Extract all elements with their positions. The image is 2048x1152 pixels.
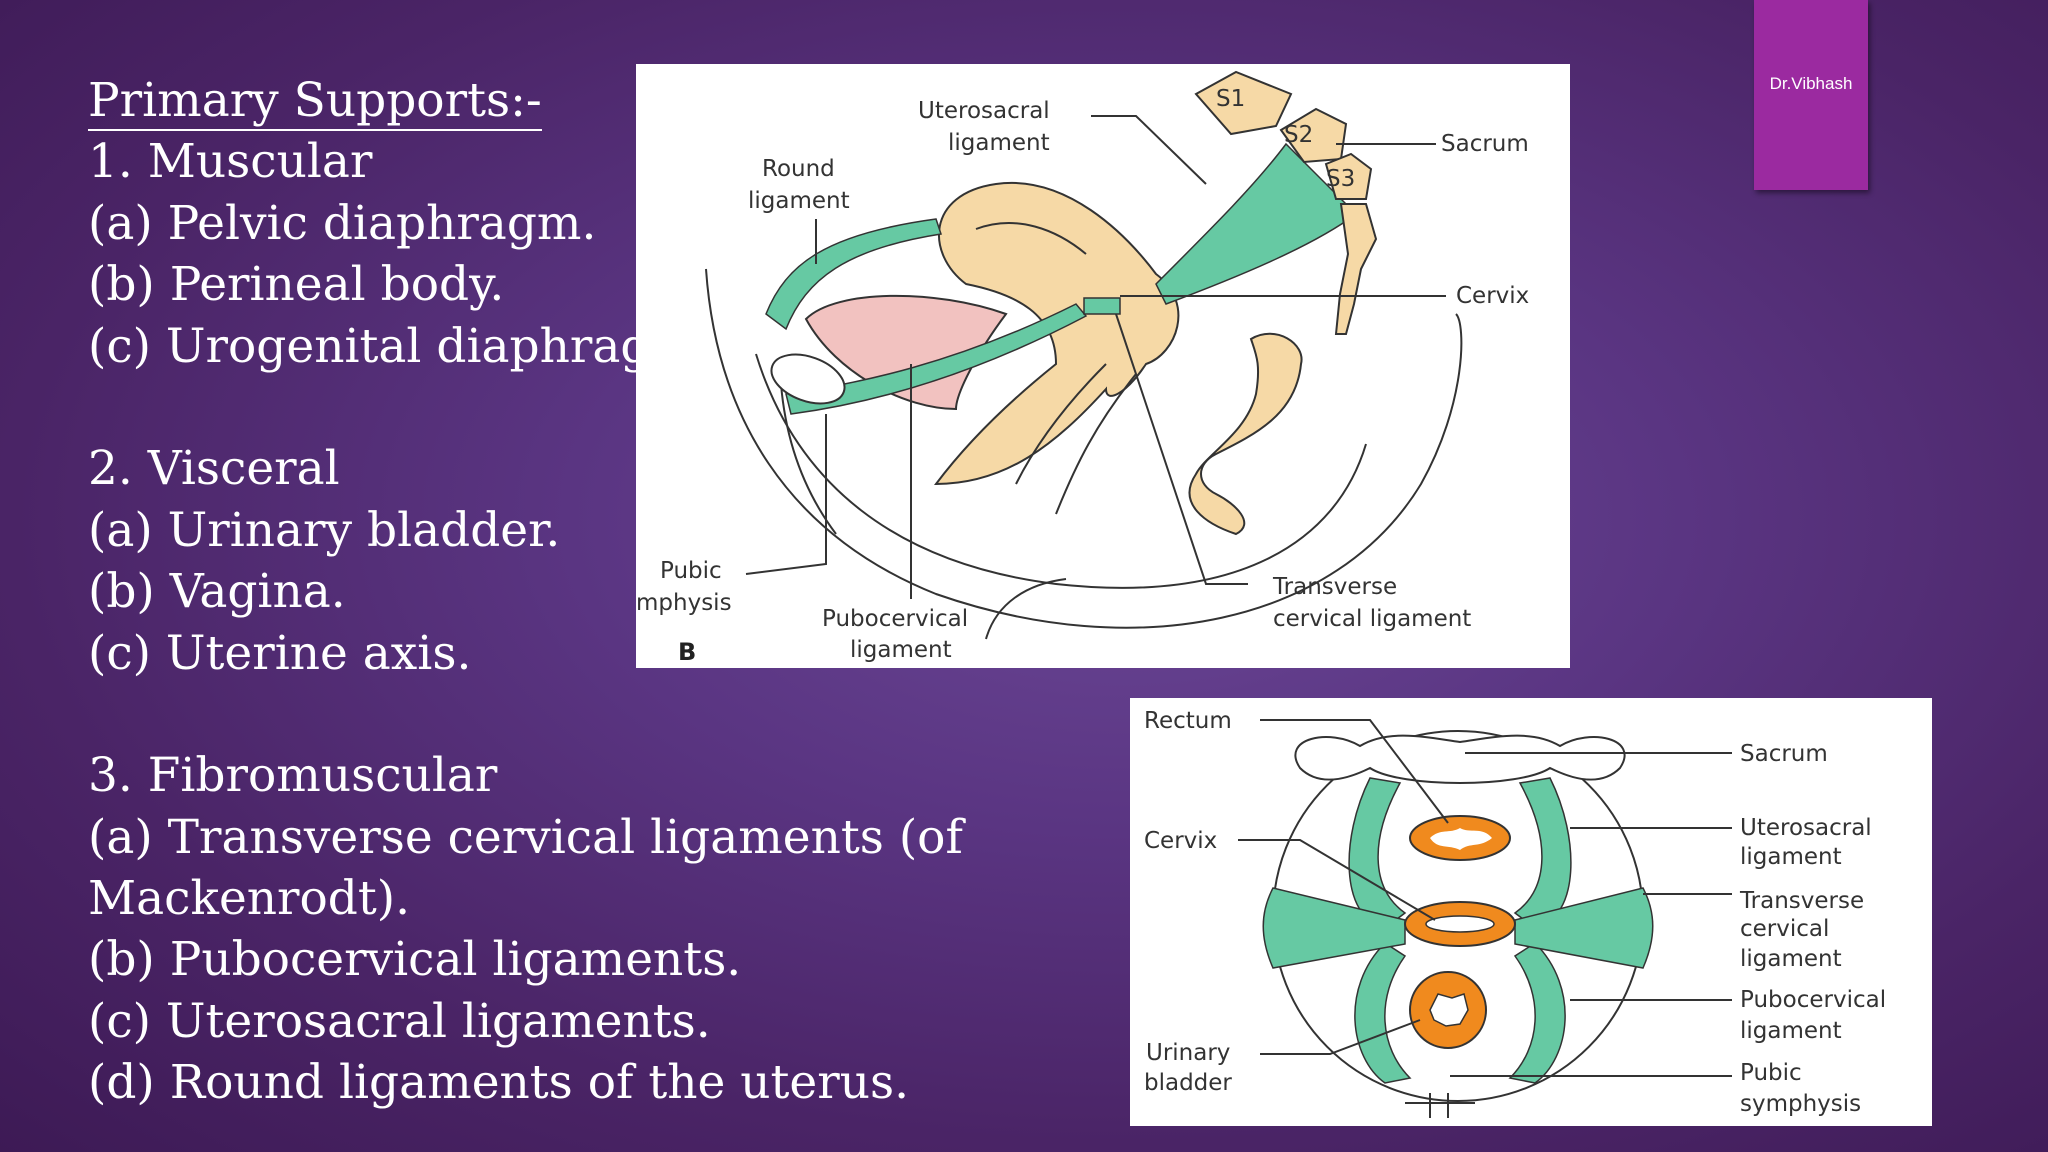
text-line: (b) Perineal body. xyxy=(88,257,505,313)
rectum-shape xyxy=(1188,332,1303,536)
label-cervix: Cervix xyxy=(1456,283,1529,309)
author-name: Dr.Vibhash xyxy=(1769,74,1853,93)
label-uterosacral-2: ligament xyxy=(948,130,1050,156)
vertebra-label-s2: S2 xyxy=(1284,122,1313,148)
slide-text-block: Primary Supports:- 1. Muscular (a) Pelvi… xyxy=(88,70,963,1114)
pubic-symphysis-shape xyxy=(770,353,846,405)
label-transverse-1: Transverse xyxy=(1739,888,1864,914)
label-pubocervical-1: Pubocervical xyxy=(1740,987,1886,1013)
spacer xyxy=(88,684,888,745)
label-uterosacral-1: Uterosacral xyxy=(1740,815,1872,841)
label-round-1: Round xyxy=(762,156,835,182)
perineum-outline xyxy=(985,578,1067,640)
transverse-ligament-right xyxy=(1514,887,1654,969)
label-urinary-2: bladder xyxy=(1144,1070,1232,1096)
pelvic-floor-outline xyxy=(755,353,1367,589)
label-sacrum: Sacrum xyxy=(1441,131,1529,157)
s1-vertebra xyxy=(1194,70,1293,136)
label-pubic-1: Pubic xyxy=(660,558,722,584)
label-round-2: ligament xyxy=(748,188,850,214)
round-ligament-shape xyxy=(765,218,942,331)
label-pubic-2: symphysis xyxy=(1740,1091,1861,1117)
cervix-ligament-patch xyxy=(1083,297,1121,315)
leader-uterosacral xyxy=(1091,115,1207,185)
text-line: (a) Transverse cervical ligaments (of xyxy=(88,809,963,865)
label-pubic-1: Pubic xyxy=(1740,1060,1802,1086)
transverse-ligament-left xyxy=(1262,887,1406,969)
pubic-symphysis-shape xyxy=(1405,1093,1475,1118)
pubocervical-ligament-shape xyxy=(785,303,1088,415)
text-line: (a) Urinary bladder. xyxy=(88,502,561,558)
rectum-lumen xyxy=(1430,828,1492,850)
leader-pubic xyxy=(745,414,827,575)
text-line: 1. Muscular xyxy=(88,134,373,190)
author-tag: Dr.Vibhash xyxy=(1754,0,1868,190)
label-pubocervical-1: Pubocervical xyxy=(822,606,968,632)
label-rectum: Rectum xyxy=(1144,708,1232,734)
label-pubocervical-2: ligament xyxy=(1740,1018,1842,1044)
label-urinary-1: Urinary xyxy=(1146,1040,1230,1066)
text-line: Mackenrodt). xyxy=(88,871,411,927)
leader-cervix xyxy=(1238,839,1436,921)
axial-pelvis-figure: Rectum Cervix Urinary bladder Sacrum Ute… xyxy=(1130,698,1932,1126)
pubocervical-ligament-left xyxy=(1354,942,1412,1084)
vertebra-label-s3: S3 xyxy=(1326,166,1355,192)
text-line: 2. Visceral xyxy=(88,441,340,497)
vertebra-label-s1: S1 xyxy=(1216,86,1245,112)
text-line: (d) Round ligaments of the uterus. xyxy=(88,1055,910,1111)
label-pubocervical-2: ligament xyxy=(850,637,952,663)
text-line: (b) Vagina. xyxy=(88,564,346,620)
label-transverse-3: ligament xyxy=(1740,946,1842,972)
uterosacral-ligament-shape xyxy=(1155,142,1358,305)
uterus-shape xyxy=(933,181,1180,486)
text-line: (b) Pubocervical ligaments. xyxy=(88,932,742,988)
leader-rectum xyxy=(1260,719,1449,824)
leader-transverse xyxy=(1115,313,1248,585)
label-transverse-1: Transverse xyxy=(1272,574,1397,600)
label-uterosacral-1: Uterosacral xyxy=(918,98,1050,124)
label-transverse-2: cervical xyxy=(1740,916,1829,942)
label-transverse-2: cervical ligament xyxy=(1273,606,1471,632)
s3-vertebra xyxy=(1324,152,1373,200)
panel-letter: B xyxy=(678,638,696,666)
text-line: (a) Pelvic diaphragm. xyxy=(88,195,597,251)
cervix-canal xyxy=(1425,915,1495,933)
uterine-cavity xyxy=(975,222,1087,255)
text-line: (c) Urogenital diaphragm. xyxy=(88,318,710,374)
label-uterosacral-2: ligament xyxy=(1740,844,1842,870)
s2-vertebra xyxy=(1279,107,1348,164)
bladder-lumen xyxy=(1429,993,1469,1027)
leader-urinary xyxy=(1260,1019,1421,1055)
label-cervix: Cervix xyxy=(1144,828,1217,854)
text-line: (c) Uterosacral ligaments. xyxy=(88,993,711,1049)
slide-heading: Primary Supports:- xyxy=(88,73,542,131)
sagittal-pelvis-figure: S1 S2 S3 Uterosacral ligament Round liga… xyxy=(636,64,1570,668)
pubocervical-ligament-right xyxy=(1508,942,1566,1084)
sacrum-shape xyxy=(1294,734,1626,784)
coccyx-shape xyxy=(1334,203,1378,335)
pelvic-cavity-outline xyxy=(705,268,1463,629)
label-sacrum: Sacrum xyxy=(1740,741,1828,767)
text-line: 3. Fibromuscular xyxy=(88,748,498,804)
text-line: (c) Uterine axis. xyxy=(88,625,472,681)
label-pubic-2: mphysis xyxy=(636,590,732,616)
vaginal-walls xyxy=(1015,363,1137,515)
